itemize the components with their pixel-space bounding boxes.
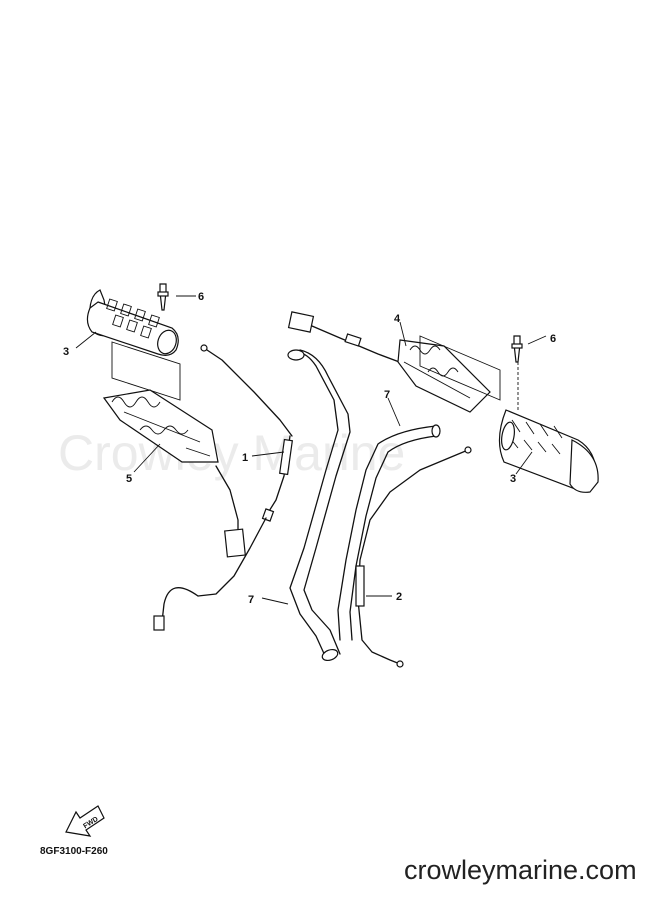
fwd-arrow: FWD	[65, 805, 105, 837]
leader-lines	[75, 295, 547, 605]
right-grip	[498, 409, 599, 493]
right-hose	[337, 424, 441, 641]
callout-1: 1	[242, 452, 248, 464]
callout-5: 5	[126, 473, 132, 485]
right-screw	[511, 335, 523, 410]
right-harness	[355, 446, 472, 668]
callout-7-bottom: 7	[248, 594, 254, 606]
callout-3-left: 3	[63, 346, 69, 358]
callout-3-right: 3	[510, 473, 516, 485]
diagram-code: 8GF3100-F260	[40, 846, 108, 857]
callout-6-left: 6	[198, 291, 204, 303]
callout-4: 4	[394, 313, 401, 325]
right-connector	[287, 311, 411, 367]
left-screw	[157, 283, 169, 311]
left-hose	[287, 349, 351, 662]
callout-6-right: 6	[550, 333, 556, 345]
callout-7-top: 7	[384, 389, 390, 401]
left-grip-heater	[102, 389, 219, 463]
callouts: 6 3 5 1 4 6 7 3 7 2	[63, 291, 556, 606]
site-name[interactable]: crowleymarine.com	[404, 855, 637, 885]
left-grip	[86, 289, 179, 356]
left-harness	[153, 344, 294, 631]
callout-2: 2	[396, 591, 402, 603]
watermark: Crowley Marine	[58, 425, 405, 481]
